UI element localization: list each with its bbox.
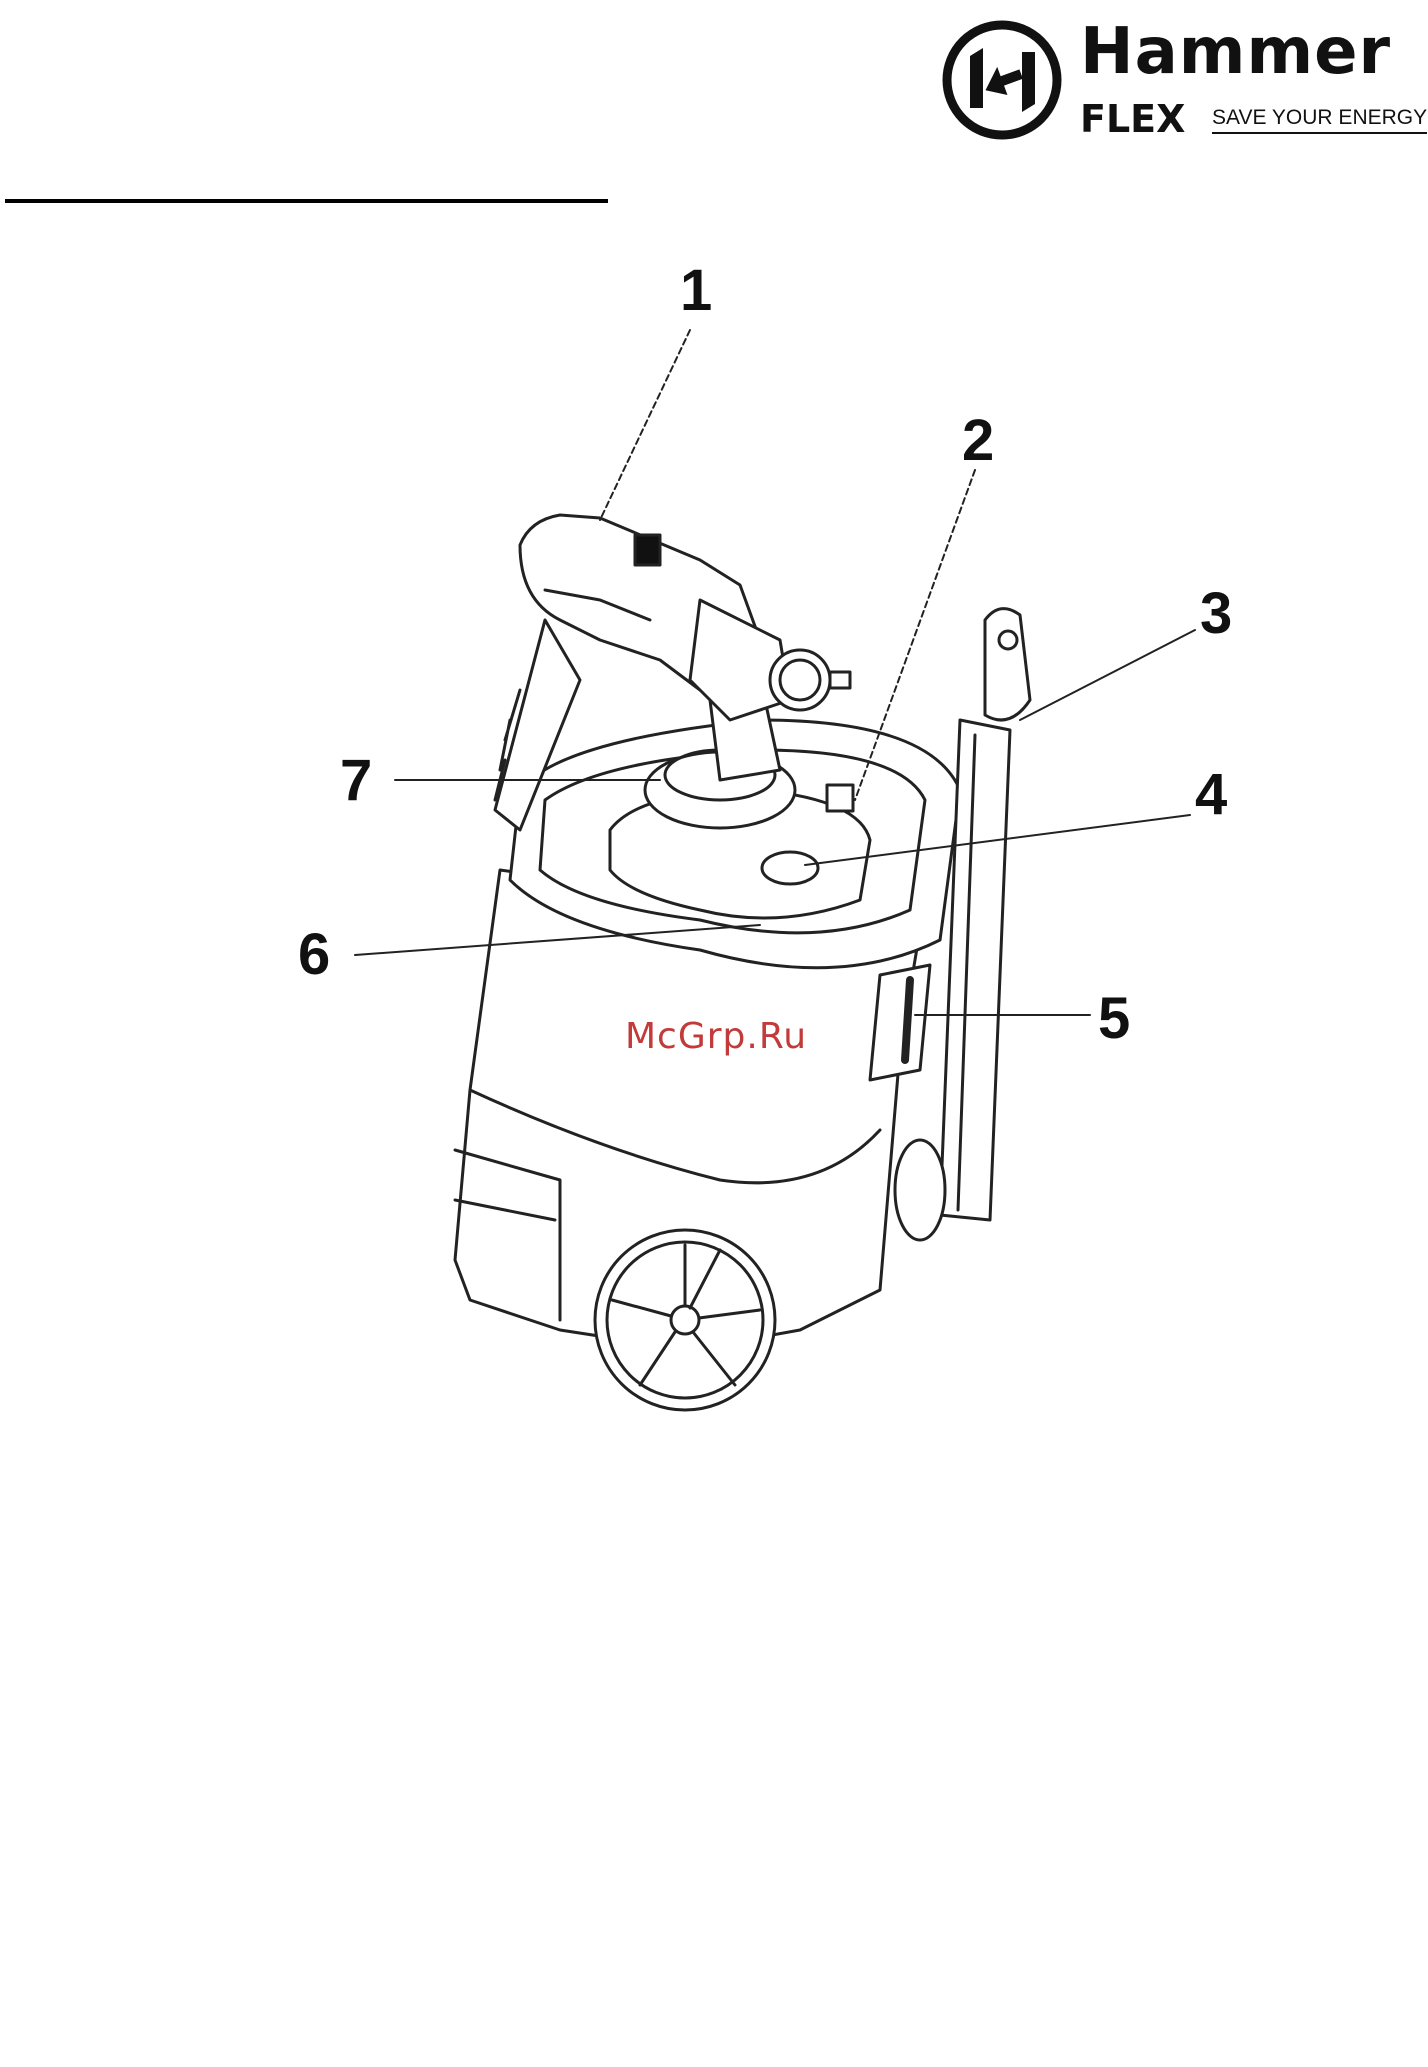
callout-3: 3 [1200,585,1232,643]
watermark: McGrp.Ru [625,1016,807,1057]
callout-1: 1 [680,262,712,320]
callout-7: 7 [340,752,372,810]
callout-6: 6 [298,926,330,984]
callout-2: 2 [962,412,994,470]
callout-4: 4 [1195,766,1227,824]
paint-sprayer-illustration [0,0,1428,1480]
callout-5: 5 [1098,990,1130,1048]
